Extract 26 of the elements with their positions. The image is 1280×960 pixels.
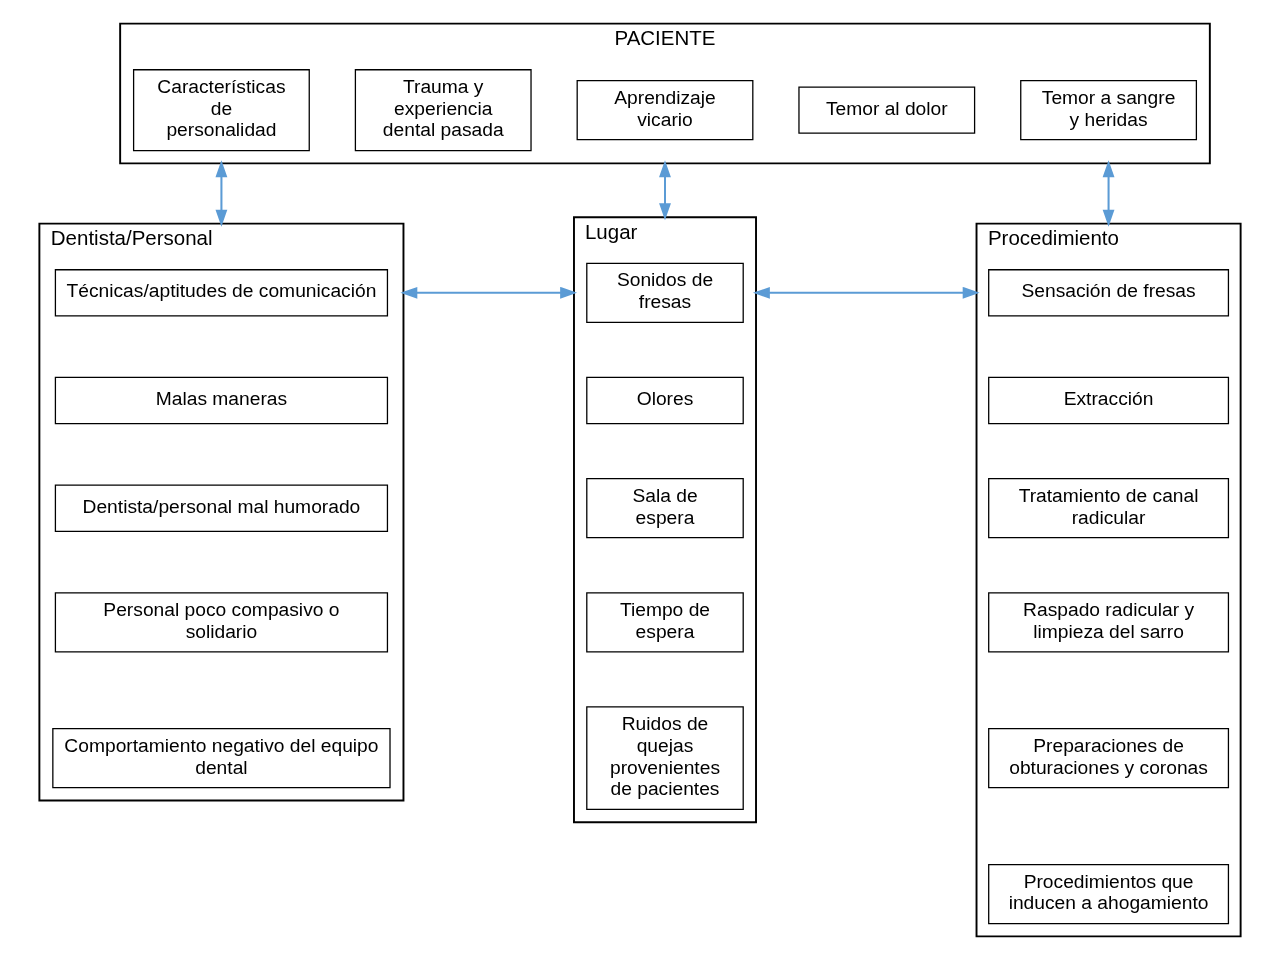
- node-box: Procedimientos que inducen a ahogamiento: [988, 863, 1230, 925]
- node-box: Sonidos de fresas: [586, 262, 744, 323]
- node-box: Extracción: [988, 376, 1230, 425]
- node-box: Personal poco compasivo o solidario: [54, 592, 389, 653]
- arrow: [659, 160, 671, 221]
- arrow: [400, 286, 578, 299]
- arrow: [215, 160, 228, 227]
- node-box: Técnicas/aptitudes de comunicación: [54, 269, 389, 317]
- node-box: Características de personalidad: [132, 69, 310, 152]
- node-box: Comportamiento negativo del equipo dental: [52, 728, 391, 789]
- arrow: [1102, 160, 1115, 227]
- node-box: Preparaciones de obturaciones y coronas: [988, 728, 1230, 789]
- node-box: Aprendizaje vicario: [576, 80, 754, 141]
- node-box: Tiempo de espera: [586, 592, 744, 653]
- node-box: Sensación de fresas: [988, 269, 1230, 317]
- node-box: Olores: [586, 376, 744, 425]
- node-box: Temor al dolor: [798, 86, 976, 134]
- node-box: Trauma y experiencia dental pasada: [354, 69, 532, 152]
- node-box: Temor a sangre y heridas: [1020, 80, 1198, 141]
- node-box: Tratamiento de canal radicular: [988, 478, 1230, 539]
- node-box: Sala de espera: [586, 478, 744, 539]
- node-box: Ruidos de quejas provenientes de pacientes: [586, 706, 744, 811]
- arrow: [752, 286, 980, 299]
- node-box: Malas maneras: [54, 376, 389, 425]
- node-box: Raspado radicular y limpieza del sarro: [988, 592, 1230, 653]
- node-box: Dentista/personal mal humorado: [54, 484, 389, 532]
